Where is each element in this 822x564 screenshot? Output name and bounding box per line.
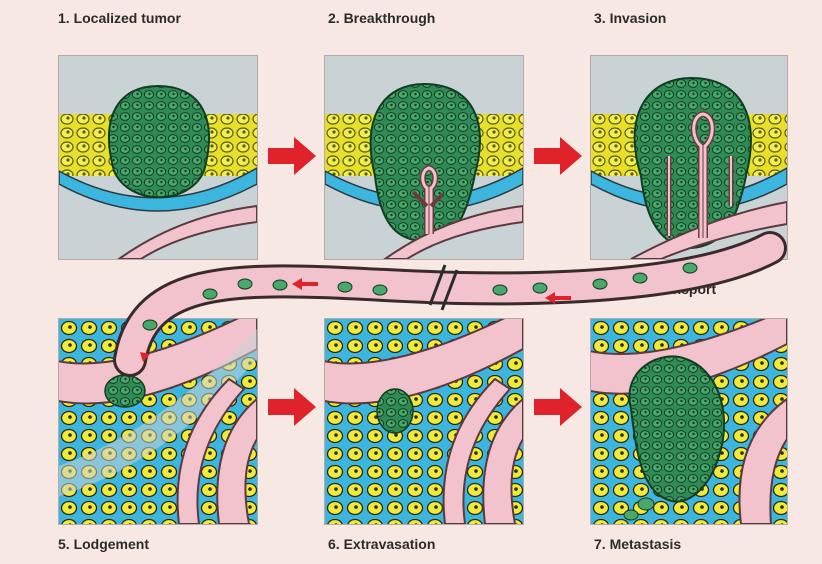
arrow-step-1-to-2 <box>268 137 316 175</box>
arrow-step-5-to-6 <box>268 388 316 426</box>
arrow-step-6-to-7 <box>534 388 582 426</box>
arrow-step-2-to-3 <box>534 137 582 175</box>
